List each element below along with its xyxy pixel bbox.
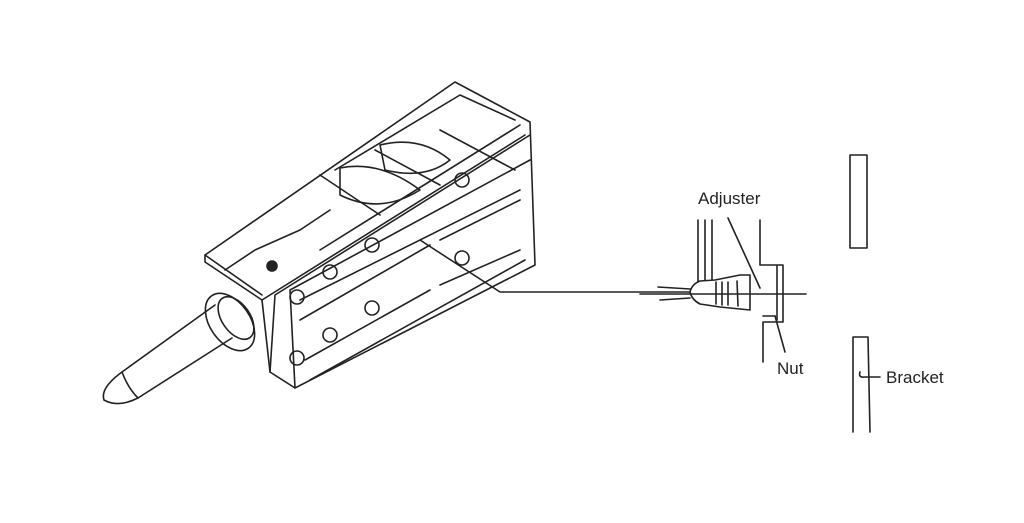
breaker-body <box>204 81 536 389</box>
adjuster-assembly <box>639 217 807 363</box>
bracket-upper <box>849 154 868 249</box>
front-bushing <box>204 292 256 352</box>
chisel-tip <box>121 371 139 399</box>
hydraulic-breaker-drawing <box>102 81 536 405</box>
bracket-lower <box>852 336 871 433</box>
bolts <box>289 172 470 366</box>
bracket-label: Bracket <box>886 368 944 387</box>
chisel <box>102 304 233 405</box>
adjuster-label: Adjuster <box>698 189 761 208</box>
nut-label: Nut <box>777 359 804 378</box>
bracket-leader <box>858 371 881 378</box>
leader-line-breaker <box>419 239 691 293</box>
